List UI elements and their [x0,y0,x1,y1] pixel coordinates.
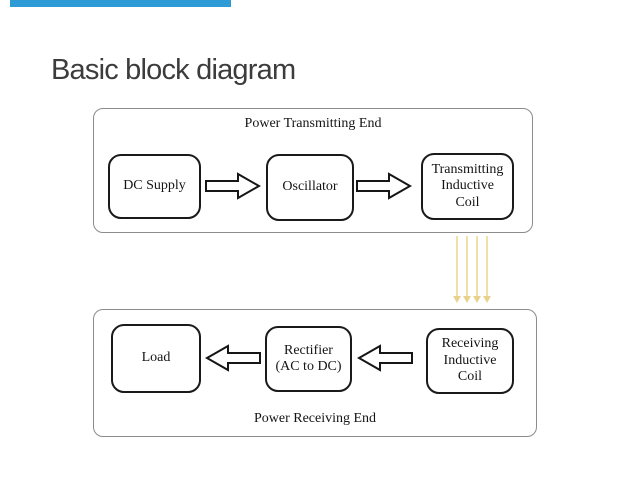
slide-accent-bar [10,0,231,7]
block-transmitting-inductive-coil-label: Transmitting Inductive Coil [431,161,504,210]
transmitting-section: Power Transmitting End DC Supply Oscilla… [93,108,533,233]
energy-flow-arrow-icon [453,236,461,303]
block-load-label: Load [141,350,171,366]
energy-flow-arrow-icon [463,236,471,303]
block-arrow-left-icon [205,344,261,372]
block-oscillator: Oscillator [266,154,354,221]
block-arrow-right-icon [205,172,261,200]
block-receiving-inductive-coil: Receiving Inductive Coil [426,328,514,394]
block-rectifier: Rectifier (AC to DC) [265,326,352,392]
block-arrow-left-icon [357,344,413,372]
block-dc-supply: DC Supply [108,154,201,219]
transmitting-section-label: Power Transmitting End [244,116,382,131]
energy-flow-arrow-icon [473,236,481,303]
block-transmitting-inductive-coil: Transmitting Inductive Coil [421,153,514,220]
slide-title: Basic block diagram [51,54,296,86]
block-oscillator-label: Oscillator [282,179,338,195]
energy-flow-arrow-icon [483,236,491,303]
receiving-section: Load Rectifier (AC to DC) Receiving Indu… [93,309,537,437]
wireless-energy-flow-arrows [449,236,493,304]
receiving-section-label: Power Receiving End [253,411,377,426]
block-load: Load [111,324,201,393]
block-rectifier-label: Rectifier (AC to DC) [275,342,342,375]
block-receiving-inductive-coil-label: Receiving Inductive Coil [441,336,499,385]
block-dc-supply-label: DC Supply [123,178,186,194]
block-arrow-right-icon [356,172,412,200]
